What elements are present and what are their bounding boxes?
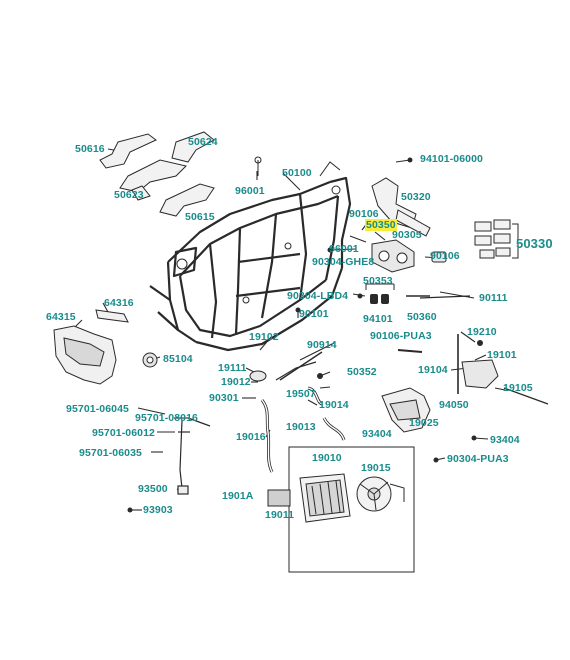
part-label-19010[interactable]: 19010 [312,452,342,464]
part-label-50330[interactable]: 50330 [516,236,553,251]
part-label-19101[interactable]: 19101 [487,349,517,361]
part-label-95701-06045[interactable]: 95701-06045 [66,403,129,415]
part-label-19111[interactable]: 19111 [218,362,247,374]
part-label-95701-06035[interactable]: 95701-06035 [79,447,142,459]
part-label-19104[interactable]: 19104 [418,364,448,376]
part-label-90304-ghe8[interactable]: 90304-GHE8 [312,256,375,268]
part-label-94050[interactable]: 94050 [439,399,469,411]
part-label-96001-b[interactable]: 96001 [329,243,359,255]
part-label-64315[interactable]: 64315 [46,311,76,323]
part-label-19015[interactable]: 19015 [361,462,391,474]
part-label-90304-lbd4[interactable]: 90304-LBD4 [287,290,349,302]
part-label-50624[interactable]: 50624 [188,136,218,148]
part-label-93404-b[interactable]: 93404 [490,434,520,446]
part-label-90106-b[interactable]: 90106 [430,250,460,262]
part-label-94101[interactable]: 94101 [363,313,393,325]
part-label-90305[interactable]: 90305 [392,229,422,241]
part-label-50616[interactable]: 50616 [75,143,105,155]
part-label-50360[interactable]: 50360 [407,311,437,323]
part-label-50353[interactable]: 50353 [363,275,393,287]
part-label-95701-06012[interactable]: 95701-06012 [92,427,155,439]
part-label-93903[interactable]: 93903 [143,504,173,516]
part-label-19102[interactable]: 19102 [249,331,279,343]
part-label-19105[interactable]: 19105 [503,382,533,394]
part-label-93404[interactable]: 93404 [362,428,392,440]
part-label-90111[interactable]: 90111 [479,292,508,304]
part-label-94101-06000[interactable]: 94101-06000 [420,153,483,165]
part-label-93500[interactable]: 93500 [138,483,168,495]
part-label-95701-08016[interactable]: 95701-08016 [135,412,198,424]
part-label-90914[interactable]: 90914 [307,339,337,351]
part-label-90101[interactable]: 90101 [299,308,329,320]
part-label-50350-highlighted[interactable]: 50350 [365,219,397,231]
part-label-19014[interactable]: 19014 [319,399,349,411]
part-label-19025[interactable]: 19025 [409,417,439,429]
part-label-19011[interactable]: 19011 [265,509,295,521]
part-label-90106[interactable]: 90106 [349,208,379,220]
part-label-50320[interactable]: 50320 [401,191,431,203]
part-label-64316[interactable]: 64316 [104,297,134,309]
part-label-90304-pua3[interactable]: 90304-PUA3 [447,453,509,465]
part-label-50100[interactable]: 50100 [282,167,312,179]
part-label-50615[interactable]: 50615 [185,211,215,223]
part-label-19210[interactable]: 19210 [467,326,497,338]
part-label-19013[interactable]: 19013 [286,421,316,433]
part-label-90106-pua3[interactable]: 90106-PUA3 [370,330,432,342]
part-label-90301[interactable]: 90301 [209,392,239,404]
part-label-19016[interactable]: 19016 [236,431,266,443]
part-label-96001[interactable]: 96001 [235,185,265,197]
part-label-85104[interactable]: 85104 [163,353,193,365]
part-label-19012[interactable]: 19012 [221,376,251,388]
part-label-50352[interactable]: 50352 [347,366,377,378]
part-label-50623[interactable]: 50623 [114,189,144,201]
part-label-19507[interactable]: 19507 [286,388,316,400]
part-label-1901a[interactable]: 1901A [222,490,254,502]
